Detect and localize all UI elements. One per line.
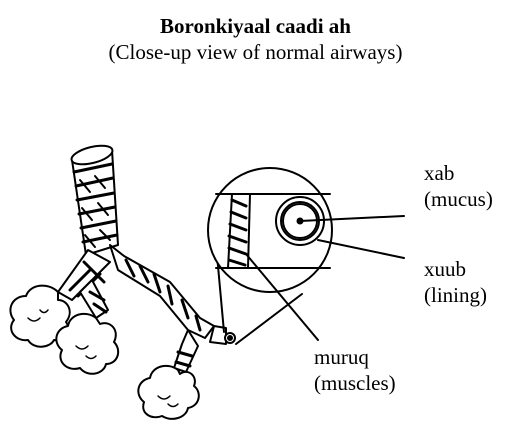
lining-label: xuub (lining) — [424, 256, 487, 308]
magnified-airway — [208, 168, 332, 292]
mucus-label-english: (mucus) — [424, 186, 493, 212]
mucus-label: xab (mucus) — [424, 160, 493, 212]
lining-label-name: xuub — [424, 256, 487, 282]
lining-label-english: (lining) — [424, 282, 487, 308]
right-branch — [110, 245, 235, 372]
main-bronchus — [70, 142, 118, 255]
mucus-label-name: xab — [424, 160, 493, 186]
muscles-label-english: (muscles) — [314, 370, 396, 396]
alveoli-cluster-right — [138, 366, 198, 419]
muscles-label: muruq (muscles) — [314, 344, 396, 396]
muscles-label-name: muruq — [314, 344, 396, 370]
